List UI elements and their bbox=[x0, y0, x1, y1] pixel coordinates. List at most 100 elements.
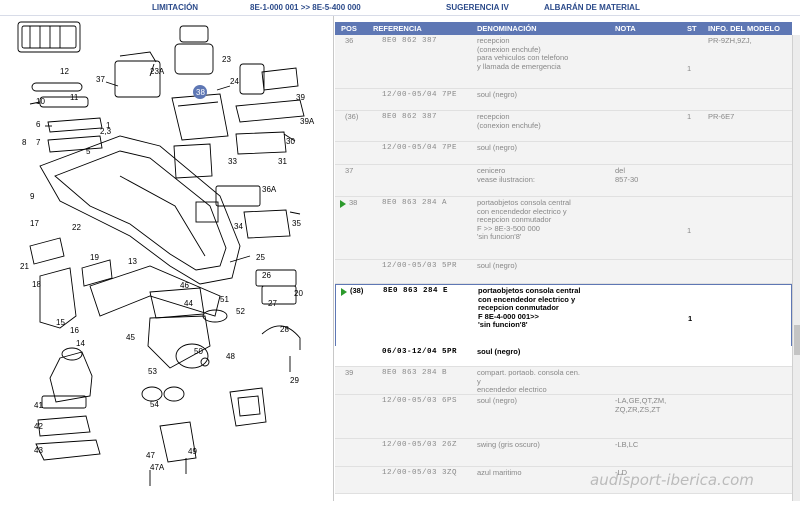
denominacion-line: soul (negro) bbox=[477, 396, 518, 405]
callout-label[interactable]: 8 bbox=[22, 138, 27, 147]
col-st: ST bbox=[687, 24, 697, 33]
denominacion-line: F 8E-4-000 001>> bbox=[478, 311, 539, 321]
col-referencia: REFERENCIA bbox=[373, 24, 422, 33]
callout-label[interactable]: 2,3 bbox=[100, 127, 112, 136]
callout-label[interactable]: 54 bbox=[150, 400, 159, 409]
callout-label[interactable]: 6 bbox=[36, 120, 41, 129]
limitacion-label: LIMITACIÓN bbox=[152, 3, 199, 12]
callout-label[interactable]: 7 bbox=[36, 138, 41, 147]
callout-label[interactable]: 43 bbox=[34, 446, 43, 455]
nota-line: -LA,GE,QT,ZM, bbox=[615, 396, 667, 405]
callout-label[interactable]: 12 bbox=[60, 67, 69, 76]
table-row[interactable]: 12/00-05/03 26Z swing (gris oscuro) -LB,LC bbox=[335, 439, 792, 467]
callout-label[interactable]: 51 bbox=[220, 295, 229, 304]
callout-label[interactable]: 41 bbox=[34, 401, 43, 410]
callout-label[interactable]: 47A bbox=[150, 463, 165, 472]
callout-label[interactable]: 16 bbox=[70, 326, 79, 335]
table-row[interactable]: 12/00-05/04 7PE soul (negro) bbox=[335, 89, 792, 111]
callout-label[interactable]: 22 bbox=[72, 223, 81, 232]
row-info-modelo: PR-6E7 bbox=[708, 112, 735, 121]
callout-label[interactable]: 17 bbox=[30, 219, 39, 228]
callout-label[interactable]: 27 bbox=[268, 299, 277, 308]
callout-label[interactable]: 24 bbox=[230, 77, 239, 86]
callout-label[interactable]: 42 bbox=[34, 422, 43, 431]
sugerencia-tab[interactable]: SUGERENCIA IV bbox=[446, 3, 509, 12]
callout-label[interactable]: 52 bbox=[236, 307, 245, 316]
row-denominacion: soul (negro) bbox=[477, 143, 517, 153]
callout-label[interactable]: 1 bbox=[106, 121, 111, 130]
albaran-tab[interactable]: ALBARÁN DE MATERIAL bbox=[544, 3, 640, 12]
callout-label[interactable]: 46 bbox=[180, 281, 189, 290]
row-referencia: 12/00-05/03 3ZQ bbox=[382, 469, 458, 477]
callout-label[interactable]: 5 bbox=[86, 147, 91, 156]
row-info-modelo: PR-9ZH,9ZJ, bbox=[708, 36, 752, 45]
callout-label[interactable]: 49 bbox=[188, 447, 197, 456]
callout-label[interactable]: 47 bbox=[146, 451, 155, 460]
callout-label[interactable]: 13 bbox=[128, 257, 137, 266]
callout-label[interactable]: 39 bbox=[296, 93, 305, 102]
callout-label[interactable]: 20 bbox=[294, 289, 303, 298]
callout-label[interactable]: 23 bbox=[222, 55, 231, 64]
play-arrow-icon bbox=[341, 288, 347, 296]
callout-label[interactable]: 29 bbox=[290, 376, 299, 385]
denominacion-line: cenicero bbox=[477, 166, 506, 175]
row-denominacion: soul (negro) bbox=[477, 347, 520, 357]
row-referencia: 12/00-05/04 7PE bbox=[382, 91, 458, 99]
callout-label[interactable]: 33 bbox=[228, 157, 237, 166]
row-denominacion: soul (negro) bbox=[477, 261, 517, 271]
callout-38-highlighted[interactable]: 38 bbox=[196, 88, 205, 97]
row-referencia: 12/00-05/03 26Z bbox=[382, 441, 458, 449]
callout-label[interactable]: 34 bbox=[234, 222, 243, 231]
callout-label[interactable]: 44 bbox=[184, 299, 193, 308]
callout-label[interactable]: 15 bbox=[56, 318, 65, 327]
callout-label[interactable]: 26 bbox=[262, 271, 271, 280]
callout-label[interactable]: 21 bbox=[20, 262, 29, 271]
callout-label[interactable]: 23A bbox=[150, 67, 165, 76]
callout-label[interactable]: 9 bbox=[30, 192, 35, 201]
callout-label[interactable]: 35 bbox=[292, 219, 301, 228]
nota-line: -LB,LC bbox=[615, 440, 639, 449]
callout-label[interactable]: 31 bbox=[278, 157, 287, 166]
denominacion-line: F >> 8E-3-500 000 bbox=[477, 223, 540, 233]
callout-label[interactable]: 30 bbox=[286, 137, 295, 146]
callout-label[interactable]: 50 bbox=[194, 347, 203, 356]
row-denominacion: recepcion(conexion enchufe) bbox=[477, 112, 541, 130]
row-referencia: 8E0 863 284 B bbox=[382, 369, 448, 377]
parts-table: POS REFERENCIA DENOMINACIÓN NOTA ST INFO… bbox=[335, 22, 800, 501]
row-denominacion: soul (negro) bbox=[477, 90, 517, 100]
callout-label[interactable]: 36A bbox=[262, 185, 277, 194]
denominacion-line: portaobjetos consola central bbox=[478, 286, 581, 295]
callout-label[interactable]: 48 bbox=[226, 352, 235, 361]
col-nota: NOTA bbox=[615, 24, 636, 33]
denominacion-line: swing (gris oscuro) bbox=[477, 440, 540, 449]
vertical-scrollbar[interactable] bbox=[792, 35, 800, 501]
callout-label[interactable]: 53 bbox=[148, 367, 157, 376]
row-denominacion: azul maritimo bbox=[477, 468, 522, 478]
callout-label[interactable]: 28 bbox=[280, 325, 289, 334]
row-nota: -LA,GE,QT,ZM,ZQ,ZR,ZS,ZT bbox=[615, 396, 667, 414]
row-referencia: 8E0 862 387 bbox=[382, 37, 438, 45]
callout-label[interactable]: 37 bbox=[96, 75, 105, 84]
callout-label[interactable]: 45 bbox=[126, 333, 135, 342]
callout-label[interactable]: 25 bbox=[256, 253, 265, 262]
scroll-thumb[interactable] bbox=[794, 325, 800, 355]
callout-label[interactable]: 14 bbox=[76, 339, 85, 348]
callout-label[interactable]: 11 bbox=[70, 93, 79, 102]
callout-label[interactable]: 10 bbox=[36, 97, 45, 106]
callout-label[interactable]: 18 bbox=[32, 280, 41, 289]
callout-label[interactable]: 39A bbox=[300, 117, 315, 126]
denominacion-line: portaobjetos consola central bbox=[477, 198, 571, 207]
callout-label[interactable]: 19 bbox=[90, 253, 99, 262]
